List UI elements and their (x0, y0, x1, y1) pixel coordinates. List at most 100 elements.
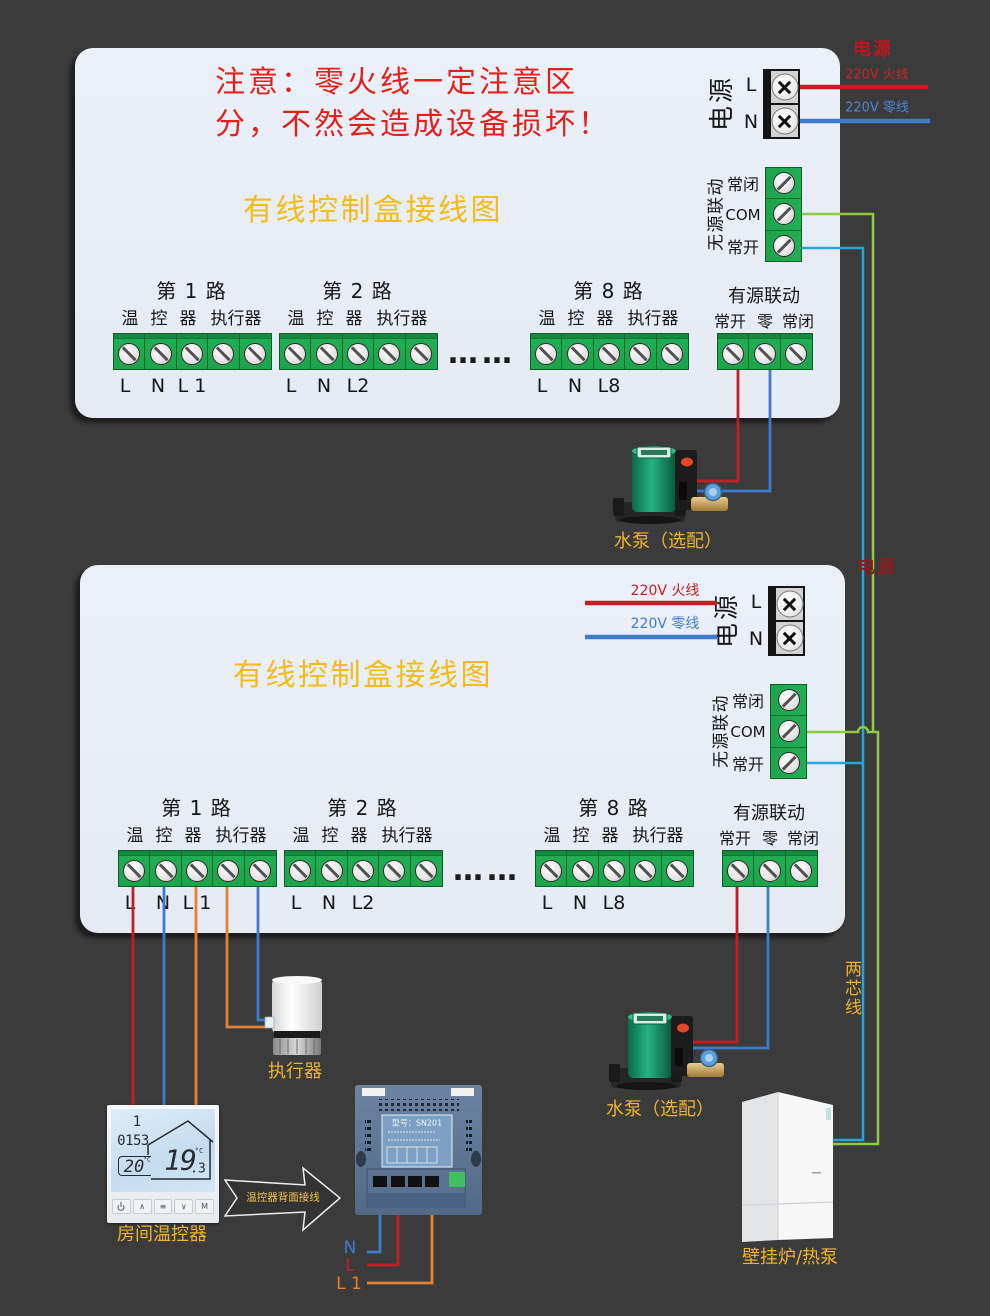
screw-icon (753, 342, 776, 365)
screw-icon (629, 342, 652, 365)
terminal (598, 851, 631, 886)
screw-icon (666, 859, 689, 882)
actuator-label: 执行器 (215, 826, 267, 846)
power-terminal-l (776, 588, 803, 620)
pin-label: N (567, 375, 583, 397)
screw-icon (727, 859, 750, 882)
terminal (630, 851, 662, 886)
terminal (766, 168, 801, 200)
zone-terminal-block (535, 850, 694, 887)
set-temp-frame (118, 1156, 151, 1176)
pump-control-box (671, 1016, 693, 1076)
thermostat-label: 温 (292, 826, 310, 846)
power-icon (117, 1201, 125, 1211)
room-temp-unit: °C (194, 1147, 204, 1155)
terminal (536, 851, 568, 886)
terminal (562, 334, 594, 369)
two-core-cable-label: 两芯线 (841, 960, 861, 1017)
terminal (718, 334, 750, 369)
pump-label: 水泵（选配） (606, 1099, 714, 1120)
thermostat-display: 1 0153 20 °C 19 .3 °C (111, 1109, 215, 1192)
mount-clip (451, 1088, 474, 1096)
thermostat-label: 器 (345, 309, 363, 329)
zone-group: 第 2 路 温 控 器 执行器 L N L2 (284, 793, 443, 918)
thermostat-label: 控 (150, 309, 168, 329)
thermostat-label: 温 (543, 826, 561, 846)
actuator-label: 执行器 (376, 309, 428, 329)
screw-icon (383, 859, 406, 882)
screw-icon (777, 720, 800, 743)
backplate-wiring-hint: 温控器背面接线 (246, 1191, 320, 1204)
power-terminal-block (768, 586, 805, 656)
down-icon: ∨ (180, 1202, 187, 1211)
thermostat-mode-button: M (195, 1199, 214, 1214)
set-temp-readout: 20 (123, 1157, 145, 1177)
terminal (410, 851, 442, 886)
thermostat-power-button (112, 1199, 131, 1214)
terminal (656, 334, 688, 369)
terminal (285, 851, 317, 886)
x-screw-icon (771, 73, 798, 101)
terminal (311, 334, 343, 369)
mains-supply-label: 电源 (853, 39, 893, 60)
screw-icon (772, 234, 795, 257)
power-terminal-block (763, 69, 800, 139)
active-linkage-terminal-block (717, 333, 814, 370)
thermostat-down-button: ∨ (174, 1199, 194, 1214)
terminal (749, 334, 781, 369)
screw-icon (566, 342, 589, 365)
terminal (625, 334, 657, 369)
passive-terminal-label-no: 常开 (731, 755, 765, 774)
backplate-wire-label-n: N (343, 1238, 357, 1258)
active-terminal-label-nc: 常闭 (786, 829, 819, 848)
screw-icon (772, 172, 795, 195)
screw-icon (722, 342, 745, 365)
actuator-body (272, 979, 322, 1033)
passive-linkage-terminal-block (770, 684, 807, 779)
terminal (244, 851, 276, 886)
thermostat-label: 温 (287, 309, 305, 329)
room-temp-decimal: .3 (190, 1161, 206, 1177)
zone-title: 第 1 路 (161, 796, 232, 820)
terminal (347, 851, 380, 886)
terminal (239, 334, 271, 369)
zone-title: 第 8 路 (578, 796, 649, 820)
terminal (723, 851, 755, 886)
pump-fitting (687, 1048, 724, 1077)
more-zones-ellipsis: …… (453, 853, 521, 888)
terminal (766, 230, 801, 261)
thermostat-label: 房间温控器 (117, 1224, 207, 1245)
passive-terminal-label-no: 常开 (726, 238, 760, 257)
screw-icon (410, 342, 433, 365)
terminal (145, 334, 177, 369)
power-pin-label-l: L (750, 591, 762, 613)
zone-terminal-block (113, 333, 272, 370)
pump-label: 水泵（选配） (614, 531, 722, 552)
pin-label: L8 (602, 892, 626, 914)
passive-terminal-label-com: COM (730, 723, 766, 741)
active-linkage-group: 有源联动 常开 零 常闭 (714, 276, 814, 376)
screw-icon (212, 342, 235, 365)
boiler-front (778, 1092, 833, 1240)
screw-icon (634, 859, 657, 882)
terminal (379, 851, 411, 886)
mains-neutral-label: 220V 零线 (845, 100, 909, 116)
terminal (176, 334, 209, 369)
power-pin-label-n: N (748, 628, 764, 650)
power-input-label: 电源 (712, 591, 741, 649)
power-pin-label-l: L (745, 74, 757, 96)
power-terminal-n (771, 105, 798, 137)
actuator-label: 执行器 (210, 309, 262, 329)
passive-linkage-label: 无源联动 (711, 694, 732, 768)
terminal (766, 199, 801, 231)
passive-linkage-terminal-block (765, 167, 802, 262)
terminal (771, 685, 806, 717)
x-screw-icon (776, 624, 803, 652)
pump-fitting (691, 482, 728, 511)
mains-live-label: 220V 火线 (845, 67, 909, 83)
screw-icon (315, 342, 338, 365)
screw-icon (320, 859, 343, 882)
pin-label: N (316, 375, 332, 397)
house-icon (147, 1120, 214, 1180)
active-terminal-label-nc: 常闭 (781, 312, 814, 331)
